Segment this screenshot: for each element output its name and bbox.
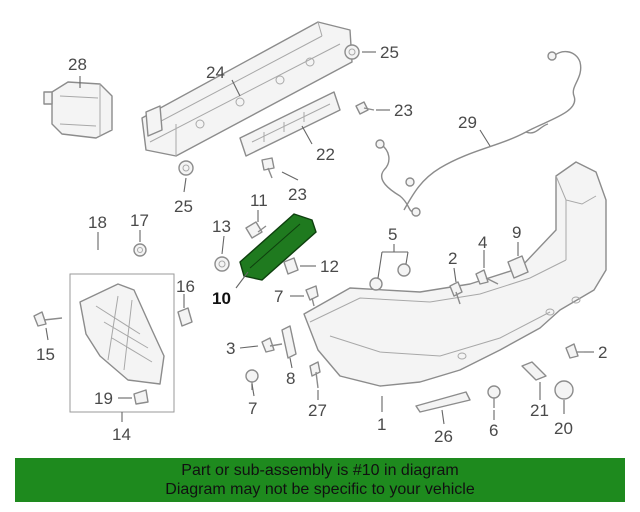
leader-5	[377, 244, 409, 279]
part-12-clip[interactable]	[283, 257, 299, 275]
callout-10: 10	[212, 289, 231, 308]
part-28-sensor-module[interactable]	[43, 81, 113, 139]
part-5-clips[interactable]	[369, 263, 411, 291]
callout-22: 22	[316, 145, 335, 164]
part-6-clip[interactable]	[487, 385, 501, 408]
callout-6: 6	[489, 421, 498, 440]
callout-21: 21	[530, 401, 549, 420]
callout-24: 24	[206, 63, 225, 82]
part-29-wiring-harness[interactable]	[375, 51, 582, 217]
callout-25-top: 25	[380, 43, 399, 62]
part-25-nut-lower[interactable]	[178, 160, 194, 176]
callout-2-upper: 2	[448, 249, 457, 268]
callout-17: 17	[130, 211, 149, 230]
callout-14: 14	[112, 425, 131, 444]
callout-23-top: 23	[394, 101, 413, 120]
part-16-clip[interactable]	[177, 307, 193, 327]
leader-29	[479, 129, 491, 147]
callout-7-lower: 7	[248, 399, 257, 418]
parts-diagram: 28 24 25 23 29 22 23 25 11 18 17 13 5 9 …	[33, 21, 607, 446]
part-7-clip-upper[interactable]	[305, 285, 319, 307]
part-17-grommet[interactable]	[133, 243, 147, 257]
callout-7-upper: 7	[274, 287, 283, 306]
part-25-nut-top[interactable]	[344, 44, 360, 60]
part-11-bolt[interactable]	[245, 221, 267, 239]
part-8-retainer[interactable]	[281, 325, 297, 359]
part-13-nut[interactable]	[214, 256, 230, 272]
leader-3	[239, 345, 259, 349]
callout-9: 9	[512, 223, 521, 242]
callout-20: 20	[554, 419, 573, 438]
info-banner: Part or sub-assembly is #10 in diagram D…	[15, 458, 625, 502]
part-10-bracket-highlighted[interactable]	[239, 213, 317, 281]
banner-line-2: Diagram may not be specific to your vehi…	[165, 481, 475, 498]
callout-1: 1	[377, 415, 386, 434]
part-23-screw-lower[interactable]	[261, 157, 275, 179]
callout-29: 29	[458, 113, 477, 132]
part-20-cap[interactable]	[554, 380, 574, 400]
leader-13	[221, 235, 225, 255]
callout-2-lower: 2	[598, 343, 607, 362]
callout-8: 8	[286, 369, 295, 388]
part-15-bolt[interactable]	[33, 311, 63, 327]
leader-22	[301, 125, 313, 145]
part-24-reinforcement-beam[interactable]	[141, 21, 353, 157]
callout-18: 18	[88, 213, 107, 232]
callout-27: 27	[308, 401, 327, 420]
banner-line-1: Part or sub-assembly is #10 in diagram	[181, 462, 459, 479]
leader-23-lower	[281, 171, 299, 181]
part-1-bumper-cover[interactable]	[303, 161, 607, 387]
leader-2-upper	[453, 267, 457, 283]
leader-24	[231, 79, 241, 97]
part-2-bolt-lower[interactable]	[565, 343, 584, 359]
callout-16: 16	[176, 277, 195, 296]
part-21-connector[interactable]	[521, 361, 547, 381]
callout-3: 3	[226, 339, 235, 358]
callout-28: 28	[68, 55, 87, 74]
callout-25-lower: 25	[174, 197, 193, 216]
callout-23-lower: 23	[288, 185, 307, 204]
part-27-bolt[interactable]	[309, 361, 321, 389]
part-19-clip[interactable]	[133, 389, 149, 405]
leader-7-lower	[251, 383, 255, 397]
part-side-bracket[interactable]	[79, 283, 165, 385]
part-26-reflector-strip[interactable]	[415, 391, 471, 413]
part-4-bolt[interactable]	[475, 269, 499, 285]
callout-26: 26	[434, 427, 453, 446]
part-9-clip[interactable]	[507, 255, 529, 279]
leader-26	[441, 409, 445, 425]
part-23-screw-top[interactable]	[355, 101, 375, 115]
callout-13: 13	[212, 217, 231, 236]
leader-10	[235, 271, 249, 289]
part-3-screw[interactable]	[261, 337, 283, 353]
callout-5: 5	[388, 225, 397, 244]
leader-15	[45, 327, 49, 341]
part-22-energy-absorber[interactable]	[239, 91, 341, 157]
part-2-bolt-upper[interactable]	[449, 281, 463, 305]
leader-8	[289, 357, 293, 369]
callout-15: 15	[36, 345, 55, 364]
callout-19: 19	[94, 389, 113, 408]
leader-25-lower	[183, 177, 187, 193]
callout-4: 4	[478, 233, 487, 252]
callout-11: 11	[250, 191, 268, 210]
callout-12: 12	[320, 257, 339, 276]
